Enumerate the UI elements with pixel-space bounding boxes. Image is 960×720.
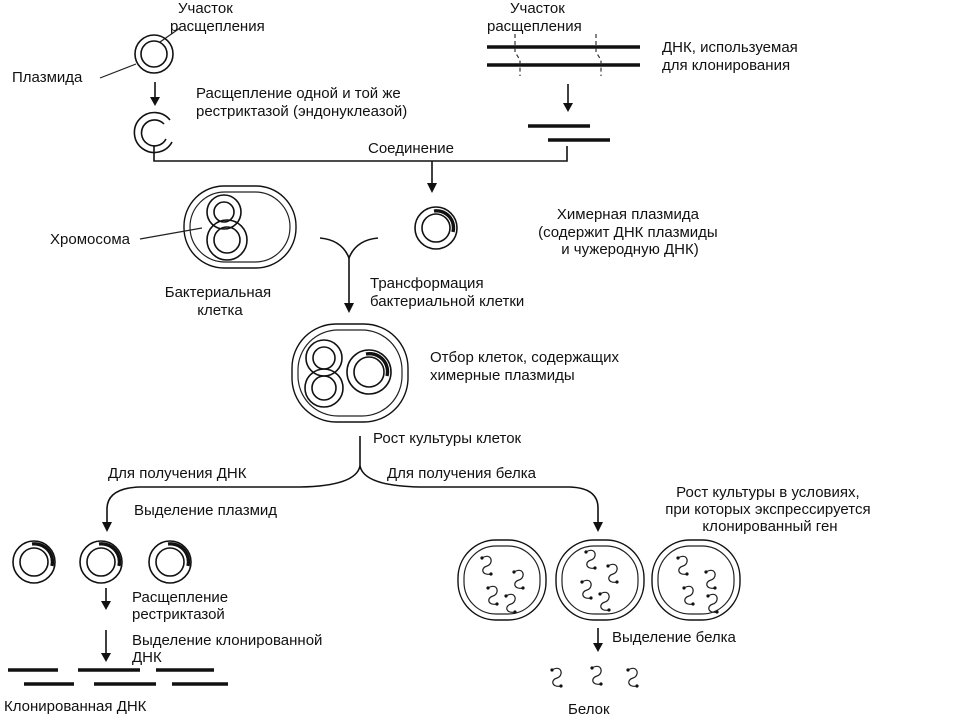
arrow-dna-cut xyxy=(563,84,573,112)
purified-protein-icon xyxy=(549,665,640,689)
transformation-label: Трансформация бактериальной клетки xyxy=(370,275,524,310)
restrictase-cleavage-label: Расщепление рестриктазой xyxy=(132,589,232,623)
chromosome-icon-2 xyxy=(304,339,344,408)
opened-plasmid-icon xyxy=(133,111,173,154)
chimeric-plasmid-icon xyxy=(414,206,458,250)
plasmid-pointer xyxy=(99,63,137,79)
plasmid-label: Плазмида xyxy=(12,69,83,86)
cloned-dna-isolation-label: Выделение клонированной ДНК xyxy=(132,632,327,666)
same-restrictase-label: Расщепление одной и той же рестриктазой … xyxy=(196,85,407,120)
for-protein-label: Для получения белка xyxy=(387,465,537,482)
cloned-dna-fragments-icon xyxy=(8,668,228,686)
arrow-restrictase xyxy=(101,588,111,610)
arrow-plasmid-cut xyxy=(150,82,160,106)
plasmid-icon xyxy=(134,34,174,74)
arrow-protein-isolation xyxy=(593,628,603,652)
chromosome-pointer xyxy=(139,227,203,240)
protein-molecules-icon xyxy=(479,549,720,615)
chimeric-plasmid-icon-2 xyxy=(346,349,392,395)
for-dna-label: Для получения ДНК xyxy=(108,465,247,482)
protein-label: Белок xyxy=(568,701,610,718)
culture-cells-icon xyxy=(457,539,741,621)
split-branches xyxy=(102,465,603,532)
bacterial-cell-label: Бактериальная клетка xyxy=(165,284,276,319)
joining-label: Соединение xyxy=(368,140,454,157)
chimeric-plasmid-label: Химерная плазмида (содержит ДНК плазмиды… xyxy=(538,206,722,258)
culture-growth-label: Рост культуры клеток xyxy=(373,430,522,447)
isolated-plasmids-icon xyxy=(12,540,192,584)
foreign-dna-icon xyxy=(487,34,640,76)
selection-label: Отбор клеток, содержащих химерные плазми… xyxy=(430,349,623,384)
joining-bracket xyxy=(153,146,568,193)
growth-conditions-label: Рост культуры в условиях, при которых эк… xyxy=(665,484,875,535)
chromosome-label: Хромосома xyxy=(50,231,131,248)
dna-fragment-icon xyxy=(528,124,610,142)
cut-site-dna-label: Участок расщепления xyxy=(487,0,582,35)
cut-site-plasmid-label: Участок расщепления xyxy=(170,0,265,35)
cloned-dna-label: Клонированная ДНК xyxy=(4,698,147,715)
protein-isolation-label: Выделение белка xyxy=(612,629,737,646)
chromosome-icon xyxy=(206,194,248,261)
cloning-dna-label: ДНК, используемая для клонирования xyxy=(662,39,802,74)
arrow-cloned-dna xyxy=(101,630,111,662)
transformation-arrow xyxy=(319,237,379,313)
cut-site-pointer xyxy=(159,27,181,43)
plasmid-isolation-label: Выделение плазмид xyxy=(134,502,277,519)
transformed-cell-icon xyxy=(291,323,409,423)
bacterial-cell-icon xyxy=(183,185,297,269)
